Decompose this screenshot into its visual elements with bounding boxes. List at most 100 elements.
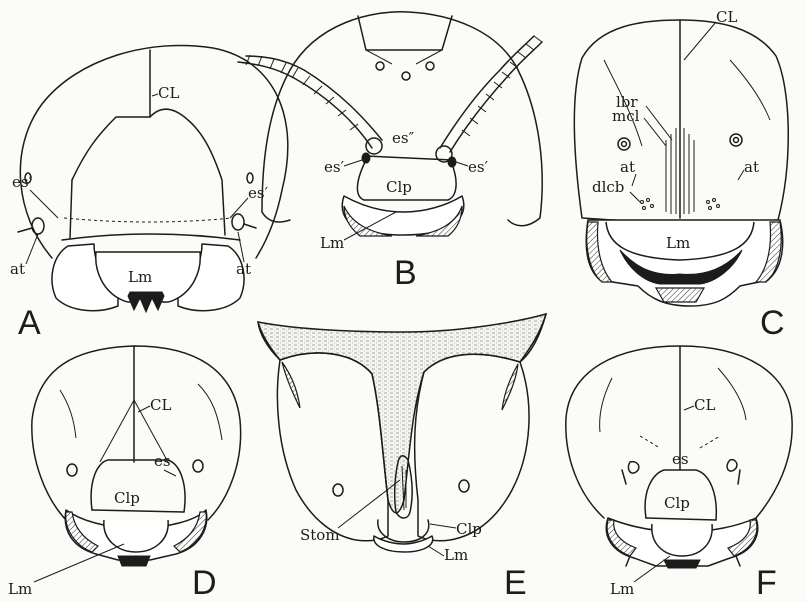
panel-a-ocellus-right (247, 173, 253, 183)
panel-a-label-at-right: at (236, 260, 251, 278)
panel-f-label-es: es (672, 450, 689, 468)
panel-a-label-es-left: es′ (12, 173, 33, 191)
panel-b-ocellus-left (376, 62, 384, 70)
panel-a-frons-outline (72, 109, 225, 235)
panel-b-leader-es-right (456, 162, 468, 166)
panel-e-vertex-plate (258, 314, 546, 513)
panel-b-vertex-plate (358, 16, 452, 50)
panel-a-antenna-socket-right (232, 214, 244, 230)
panel-b-antenna-right (440, 36, 542, 152)
panel-a-label-lm: Lm (128, 268, 152, 286)
panel-d: CL es Clp Lm D (8, 346, 241, 602)
panel-b-label-es-right: es′ (468, 158, 489, 176)
panel-e-label-lm: Lm (444, 546, 468, 564)
panel-e-letter: E (504, 564, 527, 602)
panel-e-clypeus (378, 520, 429, 542)
panel-d-label-es: es (154, 452, 171, 470)
panel-c-ocellus-right-inner (734, 138, 739, 143)
panel-a-leader-at-left (26, 234, 38, 264)
panel-b-ocellus-right (426, 62, 434, 70)
panel-f-antenna-socket-right (727, 460, 737, 471)
panel-f-clypeus-base (646, 518, 716, 520)
panel-c-ridge-right (730, 60, 770, 120)
panel-c-dlcb-dots-right (707, 199, 720, 210)
panel-c-label-dlcb: dlcb (592, 178, 624, 196)
panel-d-frontal-suture-left (100, 400, 134, 462)
panel-e-shade-left (282, 362, 300, 408)
panel-c-label-at-left: at (620, 158, 635, 176)
panel-c-label-at-right: at (744, 158, 759, 176)
panel-f-label-cl: CL (694, 396, 715, 414)
panel-d-mandible-tips (118, 556, 150, 566)
panel-c-label-cl: CL (716, 8, 737, 26)
panel-a-letter: A (18, 304, 41, 342)
panel-c-leader-cl (684, 22, 716, 60)
panel-a-antenna-stub-right (244, 224, 256, 228)
panel-f-ridge-right (718, 368, 746, 420)
panel-f-leader-cl (684, 406, 694, 410)
panel-b-label-clp: Clp (386, 178, 412, 196)
panel-f-label-lm: Lm (610, 580, 634, 598)
panel-e-gena-left (277, 353, 388, 541)
panel-f-antenna-stubs (622, 470, 740, 484)
panel-e-ocellus-left (333, 484, 343, 496)
panel-d-letter: D (192, 564, 217, 602)
panel-c-ocellus-left-inner (622, 142, 627, 147)
panel-b-leader-es-left (344, 160, 362, 166)
panel-d-leader-cl (138, 406, 150, 412)
panel-a-mandible-teeth (128, 292, 164, 312)
panel-b-antenna-left (238, 55, 382, 148)
panel-d-label-cl: CL (150, 396, 171, 414)
panel-f-letter: F (756, 564, 777, 602)
panel-c-leader-lbr (646, 106, 672, 140)
panel-b-letter: B (394, 254, 417, 292)
panel-c: CL lbr mcl at at dlcb Lm C (574, 8, 788, 342)
panel-f: CL es Clp Lm F (566, 346, 792, 602)
panel-d-ocellus-left (67, 464, 77, 476)
panel-a-leader-es-right (230, 198, 248, 218)
panel-d-leader-es (164, 470, 176, 476)
panel-b-label-es-left: es′ (324, 158, 345, 176)
panel-b-label-es-mid: es″ (392, 129, 415, 147)
panel-e-leader-lm (428, 546, 444, 556)
panel-e-label-stom: Stom (300, 526, 340, 544)
panel-f-mandible-tips (664, 560, 700, 568)
panel-d-leader-lm (34, 544, 124, 582)
panel-a: CL es′ es′ at at Lm A (10, 45, 288, 342)
panel-b-ocellus-median (402, 72, 410, 80)
panel-d-clypeus-base (92, 510, 184, 512)
panel-d-ocellus-right (193, 460, 203, 472)
panel-c-label-lm: Lm (666, 234, 690, 252)
panel-a-epistomal-line (64, 218, 232, 222)
panel-e-shade-right (502, 364, 518, 410)
panel-a-label-es-right: es′ (248, 184, 269, 202)
panel-d-label-clp: Clp (114, 489, 140, 507)
panel-d-ridge-left (60, 390, 76, 438)
panel-c-leader-mcl (644, 118, 666, 146)
panel-f-ridge-left (600, 378, 612, 432)
panel-a-label-at-left: at (10, 260, 25, 278)
panel-e-leader-clp (430, 524, 456, 528)
panel-b: es″ es′ es′ Clp Lm B (238, 12, 542, 292)
panel-f-antenna-socket-left (628, 462, 638, 473)
panel-b-label-lm: Lm (320, 234, 344, 252)
panel-e: Stom Clp Lm E (258, 314, 546, 602)
panel-b-antenna-socket-left (366, 138, 382, 154)
panel-d-label-lm: Lm (8, 580, 32, 598)
panel-a-antenna-socket-left (32, 218, 44, 234)
panel-c-labium (656, 288, 704, 302)
panel-a-label-cl: CL (158, 84, 179, 102)
panel-c-ocellus-left (618, 138, 630, 150)
panel-e-label-clp: Clp (456, 520, 482, 538)
panel-c-letter: C (760, 304, 785, 342)
panel-c-leader-dlcb (630, 192, 640, 202)
panel-a-antenna-stub-left (18, 228, 32, 232)
panel-a-leader-es-left (30, 190, 58, 218)
panel-b-epistomal-suture (366, 156, 452, 160)
panel-e-ocellus-right (459, 480, 469, 492)
panel-a-head-capsule (20, 45, 287, 258)
panel-a-frons-left-edge (70, 180, 72, 238)
panel-f-label-clp: Clp (664, 494, 690, 512)
